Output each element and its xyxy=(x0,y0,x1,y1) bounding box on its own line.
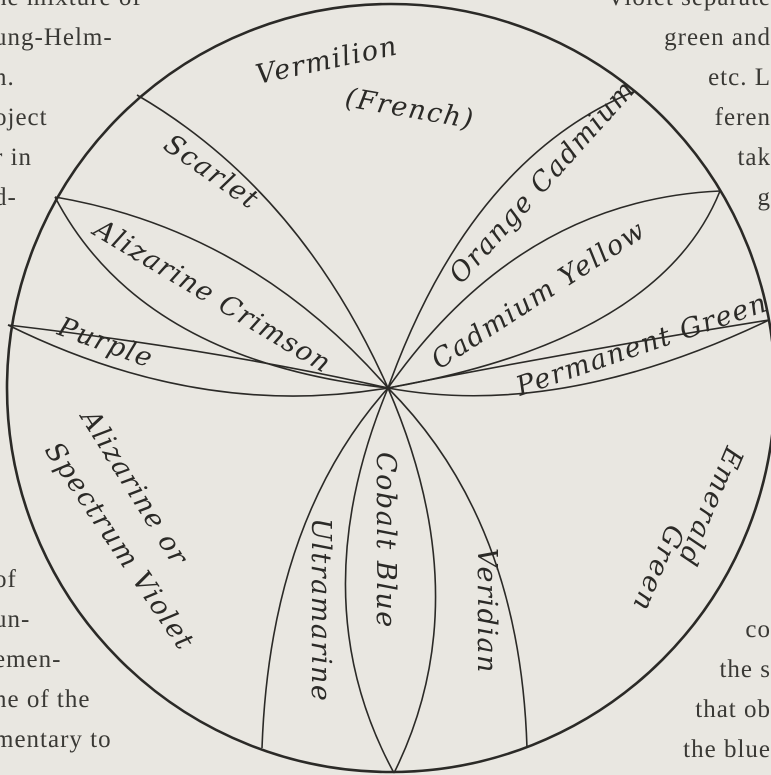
text-line: ne of the xyxy=(0,686,91,713)
petal-line-scarlet-bottom xyxy=(54,196,389,389)
right-column-top-text: Violet separate green and etc. L feren t… xyxy=(607,0,771,218)
petal-line-cadmium-bottom xyxy=(387,190,721,389)
text-line: oject xyxy=(0,104,48,131)
label-veridian: Veridian xyxy=(471,548,502,674)
text-line: co xyxy=(745,616,771,643)
petal-line-scarlet-top xyxy=(136,94,389,389)
text-line: feren xyxy=(714,104,771,131)
petal-line-ultramarine-left xyxy=(261,387,389,749)
text-line: emen- xyxy=(0,646,62,673)
label-cobalt-blue: Cobalt Blue xyxy=(370,452,401,629)
text-line: the s xyxy=(719,656,771,683)
label-ultramarine: Ultramarine xyxy=(305,518,336,702)
petal-line-cobalt-left xyxy=(344,387,395,774)
text-line: d- xyxy=(0,184,17,211)
text-line: of xyxy=(0,566,17,593)
petal-lines xyxy=(7,91,770,774)
text-line: Violet separate xyxy=(607,0,771,18)
text-line: he mixture of xyxy=(0,0,142,18)
left-column-top-text: he mixture of ung-Helm- n. oject r in d- xyxy=(0,0,142,218)
text-line: tak xyxy=(737,144,771,171)
petal-line-alizarine-bottom xyxy=(54,196,389,389)
text-line: n. xyxy=(0,64,15,91)
petal-line-permanent-bottom xyxy=(387,319,770,397)
text-line: un- xyxy=(0,606,31,633)
text-line: that ob xyxy=(695,696,771,723)
petal-line-cobalt-right xyxy=(387,387,437,774)
text-line: green and xyxy=(664,24,771,51)
right-column-bottom-text: co the s that ob the blue xyxy=(683,610,771,770)
left-column-bottom-text: of un- emen- ne of the mentary to xyxy=(0,560,112,760)
petal-line-permanent-inner xyxy=(387,319,770,389)
text-line: r in xyxy=(0,144,33,171)
petal-line-orange-bottom xyxy=(387,190,721,389)
petal-line-orange-top xyxy=(387,91,634,389)
text-line: etc. L xyxy=(708,64,771,91)
text-line: mentary to xyxy=(0,726,112,753)
text-line: ung-Helm- xyxy=(0,24,113,51)
petal-line-purple-top xyxy=(7,324,389,397)
petal-line-purple-inner xyxy=(7,324,389,389)
text-line: the blue xyxy=(683,736,771,763)
petal-line-veridian-right xyxy=(387,387,528,749)
text-line: g xyxy=(757,184,771,211)
